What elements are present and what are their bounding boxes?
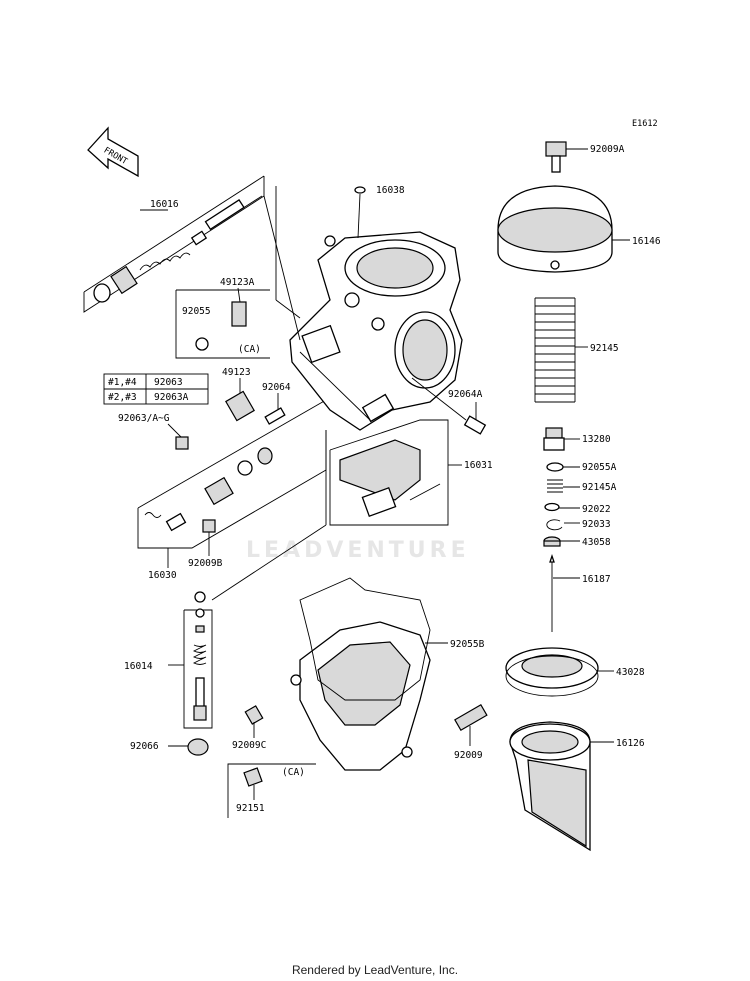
label-16187: 16187	[582, 574, 611, 585]
table-row-1-cyl: #1,#4	[108, 377, 137, 388]
ca-box-92151	[227, 763, 316, 818]
label-16030: 16030	[148, 570, 177, 581]
label-92055b: 92055B	[450, 639, 485, 650]
spring-92145a	[547, 479, 563, 493]
label-92033: 92033	[582, 519, 611, 530]
table-row-2-cyl: #2,#3	[108, 392, 137, 403]
washer-92022	[544, 502, 560, 512]
plug-92066	[187, 738, 209, 756]
o-ring-16014	[194, 591, 206, 603]
idle-screw-assembly-16016	[83, 175, 265, 313]
label-92145a: 92145A	[582, 482, 617, 493]
float-box-16031	[329, 419, 449, 526]
label-49123a: 49123A	[220, 277, 255, 288]
label-92063-range: 92063/A~G	[118, 413, 170, 424]
plug-92064	[264, 407, 286, 425]
o-ring-92055a	[546, 462, 564, 472]
label-49123: 49123	[222, 367, 251, 378]
pilot-screw-16014	[183, 608, 213, 729]
o-ring-92055	[195, 337, 209, 351]
label-16031: 16031	[464, 460, 493, 471]
label-92009: 92009	[454, 750, 483, 761]
screw-92009a	[545, 141, 567, 173]
label-16038: 16038	[376, 185, 405, 196]
plug-92064a	[463, 415, 487, 435]
pilot-jet-49123a	[231, 301, 247, 327]
label-92151: 92151	[236, 803, 265, 814]
screw-92009c	[244, 705, 264, 725]
spring-92145	[534, 297, 576, 403]
clip-92033	[546, 519, 563, 531]
needle-holder-13280	[543, 427, 565, 451]
pilot-jet-49123	[225, 390, 255, 422]
label-16016: 16016	[150, 199, 179, 210]
screw-92009b	[202, 519, 216, 533]
o-ring-16038	[354, 186, 366, 194]
label-92022: 92022	[582, 504, 611, 515]
label-92064a: 92064A	[448, 389, 483, 400]
label-92145: 92145	[590, 343, 619, 354]
front-arrow-icon: FRONT	[87, 126, 139, 178]
label-16126: 16126	[616, 738, 645, 749]
diagram-code: E1612	[632, 119, 658, 129]
label-13280: 13280	[582, 434, 611, 445]
label-ca-2: (CA)	[282, 767, 305, 778]
label-92066: 92066	[130, 741, 159, 752]
slide-16126	[509, 721, 591, 852]
label-92009c: 92009C	[232, 740, 266, 751]
watermark: LEADVENTURE	[246, 538, 470, 563]
screw-92009	[454, 703, 488, 732]
table-row-1-part: 92063	[154, 377, 183, 388]
label-92009a: 92009A	[590, 144, 625, 155]
jet-table: #1,#4 92063 #2,#3 92063A	[103, 373, 209, 405]
label-92009b: 92009B	[188, 558, 223, 569]
top-cover-16146	[497, 185, 613, 273]
float-bowl	[290, 621, 431, 771]
label-43058: 43058	[582, 537, 611, 548]
label-16146: 16146	[632, 236, 661, 247]
label-43028: 43028	[616, 667, 645, 678]
label-92055a: 92055A	[582, 462, 617, 473]
footer-credit: Rendered by LeadVenture, Inc.	[291, 963, 459, 977]
jet-needle-16187	[549, 553, 555, 632]
diaphragm-43028	[505, 647, 599, 697]
carburetor-body	[289, 231, 463, 431]
table-row-2-part: 92063A	[154, 392, 189, 403]
label-16014: 16014	[124, 661, 153, 672]
label-ca-1: (CA)	[238, 344, 261, 355]
label-92064: 92064	[262, 382, 291, 393]
ca-box-49123a	[175, 289, 270, 359]
spacer-43058	[543, 536, 561, 547]
main-jet-92063	[175, 436, 189, 450]
label-92055: 92055	[182, 306, 211, 317]
gasket-92055b	[299, 577, 431, 701]
